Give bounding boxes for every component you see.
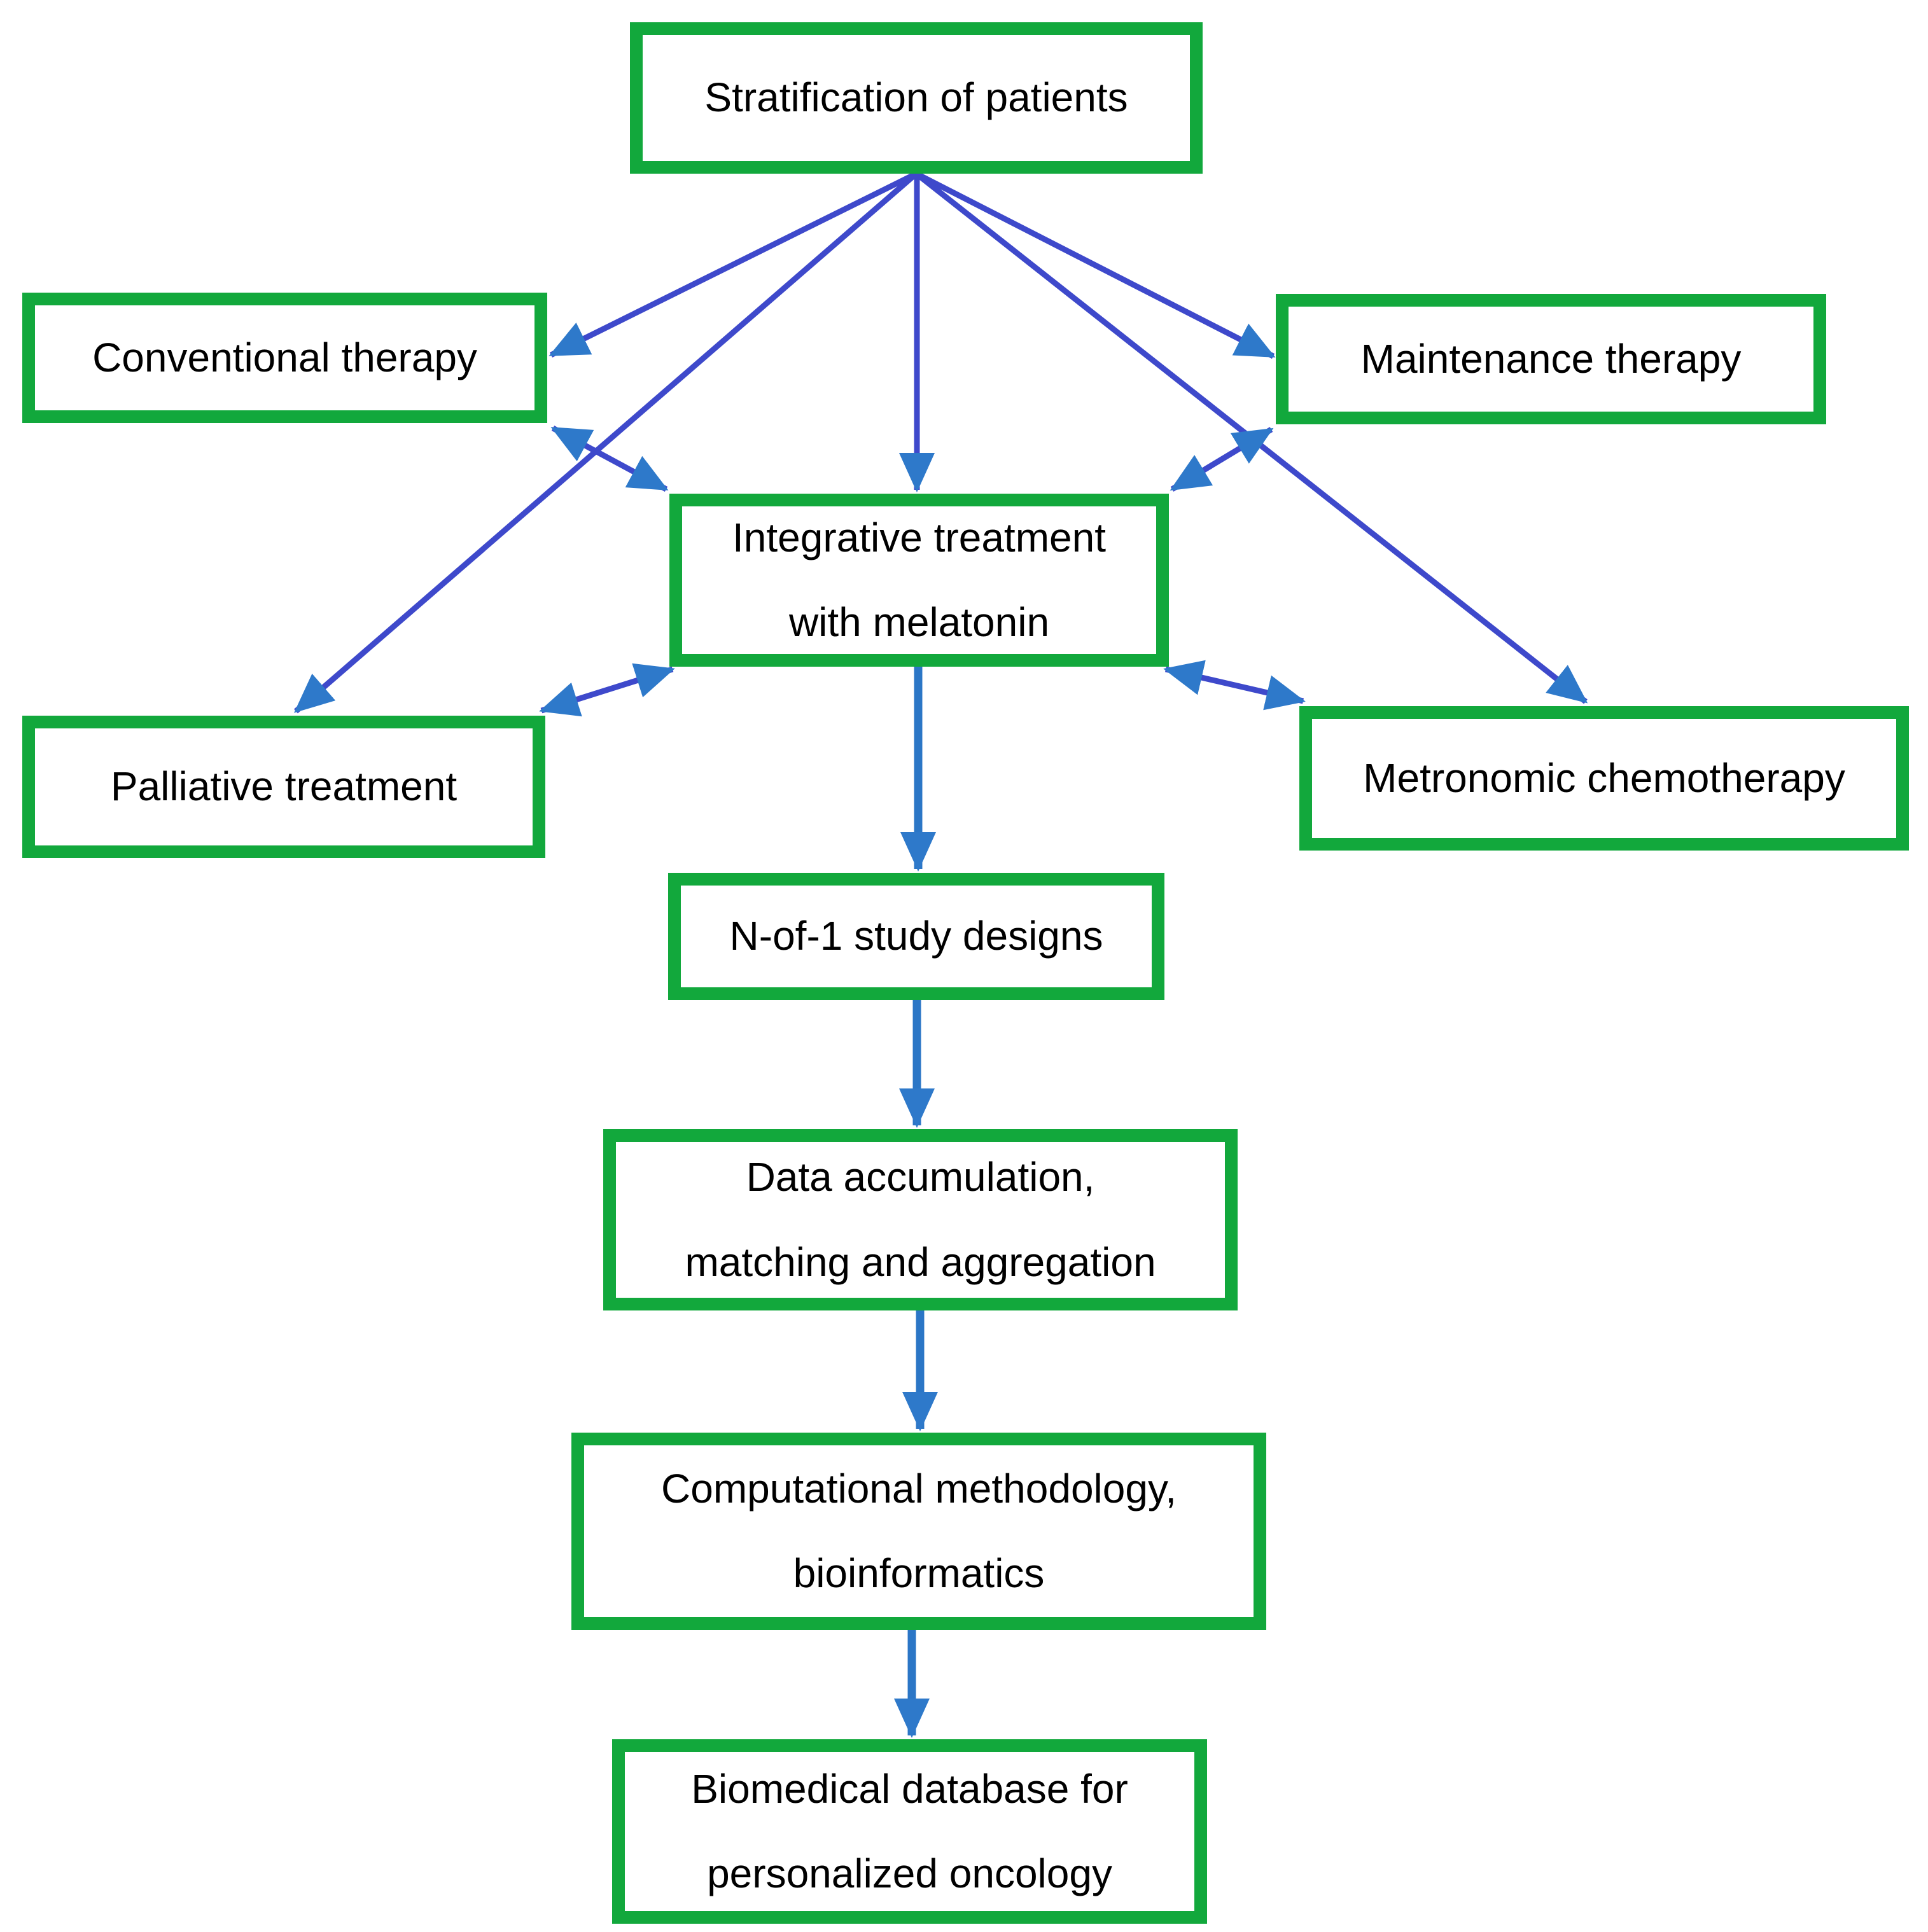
arrow-stratification-to-maintenance xyxy=(914,170,1276,359)
arrow-maintenance-to-integrative-bidirectional xyxy=(1170,427,1274,492)
node-label: N-of-1 study designs xyxy=(729,913,1103,959)
arrow-conventional-to-integrative-bidirectional xyxy=(550,426,669,492)
node-stratification-of-patients: Stratification of patients xyxy=(630,22,1203,174)
node-conventional-therapy: Conventional therapy xyxy=(22,293,547,423)
node-integrative-treatment-with-melatonin: Integrative treatment with melatonin xyxy=(669,494,1169,667)
node-label: Stratification of patients xyxy=(704,74,1128,121)
node-label: matching and aggregation xyxy=(685,1239,1156,1285)
node-label: Computational methodology, xyxy=(661,1465,1177,1512)
node-label: Integrative treatment xyxy=(732,514,1106,560)
node-label: Data accumulation, xyxy=(746,1154,1095,1200)
arrow-stratification-to-conventional xyxy=(548,170,918,358)
node-metronomic-chemotherapy: Metronomic chemotherapy xyxy=(1299,706,1909,851)
node-label: with melatonin xyxy=(788,599,1050,645)
node-label: bioinformatics xyxy=(793,1550,1045,1596)
node-label: Biomedical database for xyxy=(691,1765,1128,1812)
node-biomedical-database-personalized-oncology: Biomedical database for personalized onc… xyxy=(612,1739,1207,1924)
node-label: Maintenance therapy xyxy=(1360,335,1742,382)
node-label: Palliative treatment xyxy=(110,763,458,810)
node-computational-methodology-bioinformatics: Computational methodology, bioinformatic… xyxy=(571,1433,1266,1630)
node-maintenance-therapy: Maintenance therapy xyxy=(1276,294,1826,424)
arrow-palliative-to-integrative-bidirectional xyxy=(539,663,675,717)
arrow-metronomic-to-integrative-bidirectional xyxy=(1163,660,1306,711)
node-data-accumulation-matching-aggregation: Data accumulation, matching and aggregat… xyxy=(603,1129,1238,1310)
node-palliative-treatment: Palliative treatment xyxy=(22,716,545,858)
node-label: Metronomic chemotherapy xyxy=(1363,754,1845,801)
node-label: personalized oncology xyxy=(707,1851,1112,1896)
node-label: Conventional therapy xyxy=(92,334,477,380)
node-n-of-1-study-designs: N-of-1 study designs xyxy=(668,873,1164,1000)
